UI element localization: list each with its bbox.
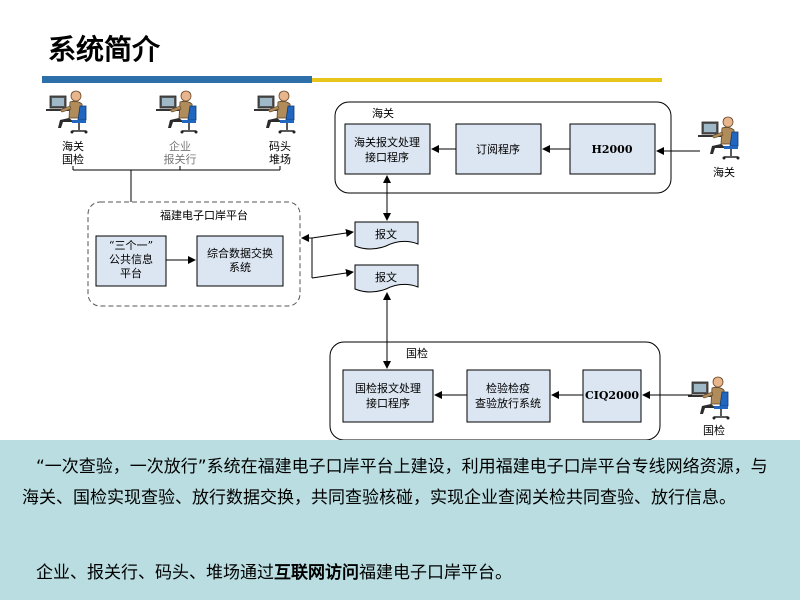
ciq2000-box — [582, 369, 642, 423]
customs-interface-line2: 接口程序 — [365, 150, 409, 164]
message-top-label: 报文 — [375, 227, 397, 241]
h2000-label: H2000 — [591, 143, 632, 156]
person-label-terminal: 码头 堆场 — [257, 140, 303, 166]
customs-group-label: 海关 — [372, 106, 394, 120]
person-icon — [697, 116, 741, 161]
person-label-enterprise: 企业 报关行 — [157, 140, 203, 166]
message-shape-bottom — [354, 264, 419, 293]
caption-text: 企业、报关行、码头、堆场通过 — [36, 563, 274, 583]
caption-paragraph-2: 企业、报关行、码头、堆场通过互联网访问福建电子口岸平台。 — [36, 558, 796, 589]
person-icon — [155, 90, 199, 135]
page-title: 系统简介 — [48, 33, 161, 66]
person-label-line1: 码头 — [269, 140, 291, 153]
person-label-line2: 堆场 — [269, 153, 291, 166]
ciq-group-label: 国检 — [406, 346, 428, 360]
title-underline-blue — [42, 76, 312, 83]
message-bottom-label: 报文 — [375, 270, 397, 284]
title-underline-yellow — [312, 78, 662, 82]
person-label-line2: 国检 — [62, 153, 84, 166]
data-exchange-line2: 系统 — [229, 261, 251, 274]
message-shape-top — [354, 221, 419, 250]
ciq2000-label: CIQ2000 — [585, 389, 639, 402]
inspection-box — [466, 369, 551, 423]
public-info-line3: 平台 — [120, 266, 142, 280]
person-icon — [687, 376, 731, 421]
public-info-line2: 公共信息 — [109, 252, 153, 266]
inspection-line1: 检验检疫 — [486, 381, 530, 395]
caption-text: 福建电子口岸平台。 — [359, 563, 512, 583]
person-label-customs: 海关 — [713, 166, 735, 179]
caption-emphasis: 互联网访问 — [274, 563, 359, 583]
person-label-line1: 企业 — [169, 140, 191, 153]
caption-paragraph-1: “一次查验，一次放行”系统在福建电子口岸平台上建设，利用福建电子口岸平台专线网络… — [22, 457, 768, 508]
inspection-line2: 查验放行系统 — [475, 396, 541, 410]
data-exchange-line1: 综合数据交换 — [207, 246, 273, 260]
person-label-line2: 报关行 — [163, 153, 197, 166]
ciq-interface-line2: 接口程序 — [366, 396, 410, 410]
person-label-line1: 海关 — [62, 140, 84, 153]
subscribe-label: 订阅程序 — [476, 142, 520, 156]
caption-panel: “一次查验，一次放行”系统在福建电子口岸平台上建设，利用福建电子口岸平台专线网络… — [0, 440, 800, 600]
public-info-line1: “三个一” — [109, 239, 153, 252]
subscribe-box — [455, 123, 542, 175]
customs-interface-line1: 海关报文处理 — [354, 135, 420, 149]
h2000-box — [569, 123, 656, 175]
person-icon — [45, 90, 89, 135]
person-label-customs-ciq: 海关 国检 — [50, 140, 96, 166]
person-label-ciq: 国检 — [703, 424, 725, 437]
ciq-interface-box — [342, 369, 434, 423]
person-icon — [253, 90, 297, 135]
public-info-box — [95, 235, 167, 287]
platform-group-label: 福建电子口岸平台 — [160, 208, 248, 222]
data-exchange-box — [196, 235, 284, 287]
ciq-interface-line1: 国检报文处理 — [355, 381, 421, 395]
customs-interface-box — [344, 123, 431, 175]
